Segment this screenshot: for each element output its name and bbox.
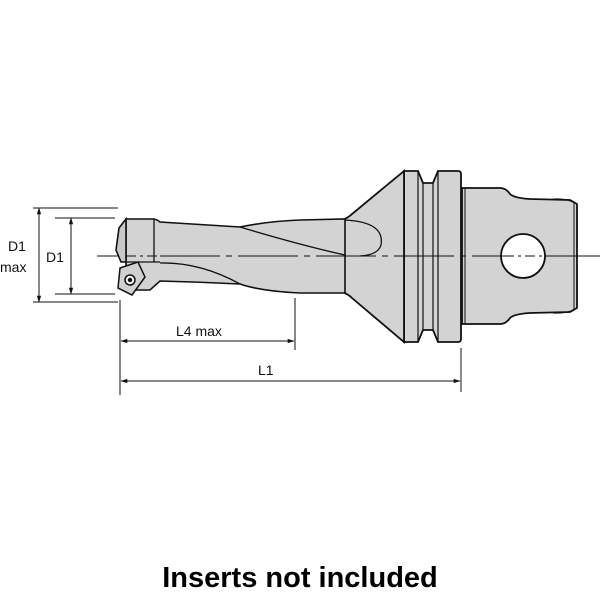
caption-inserts-not-included: Inserts not included xyxy=(162,562,438,594)
dimension-l1 xyxy=(120,348,462,392)
label-d1-max-line1: D1 xyxy=(8,238,26,254)
label-d1: D1 xyxy=(46,249,64,265)
dimension-l4-max xyxy=(119,298,296,395)
label-l4-max: L4 max xyxy=(176,323,222,339)
drill-body xyxy=(115,216,382,296)
dimension-d1-max xyxy=(33,207,118,303)
dimension-d1 xyxy=(55,217,115,295)
label-l1: L1 xyxy=(258,362,274,378)
label-d1-max-line2: max xyxy=(0,259,26,275)
